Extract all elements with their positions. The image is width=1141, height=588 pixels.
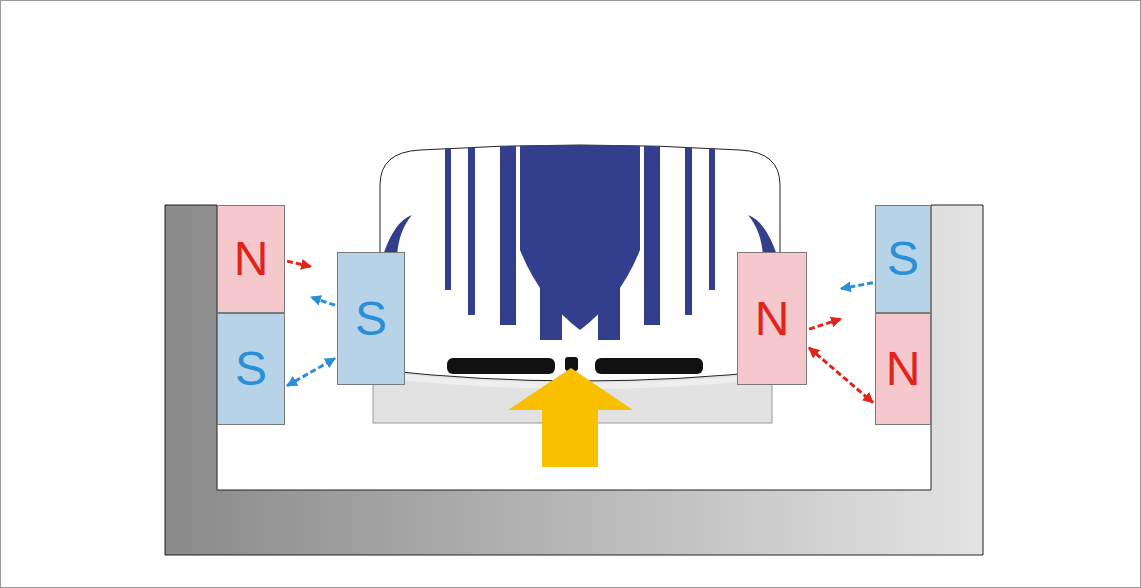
pole-letter: N [755,295,790,343]
pole-letter: N [234,235,269,283]
pole-letter: S [887,235,919,283]
lift-arrow [508,368,633,467]
sensor-bar [447,358,555,374]
pole-letter: S [355,295,387,343]
force-arrow [287,358,335,385]
sensor-bar [595,358,703,374]
magnet-pole: S [337,252,405,385]
pole-letter: N [886,345,921,393]
force-arrow [809,348,873,403]
magnet-pole: N [737,252,807,385]
magnet-pole: N [875,313,931,425]
magnet-pole: S [875,205,931,313]
force-arrow [287,261,311,266]
magnet-pole: N [217,205,285,313]
force-arrow [311,297,335,305]
force-arrow [809,319,841,329]
vehicle-stripes [380,140,780,340]
magnet-pole: S [217,313,285,425]
force-arrow [841,283,873,289]
pole-letter: S [235,345,267,393]
